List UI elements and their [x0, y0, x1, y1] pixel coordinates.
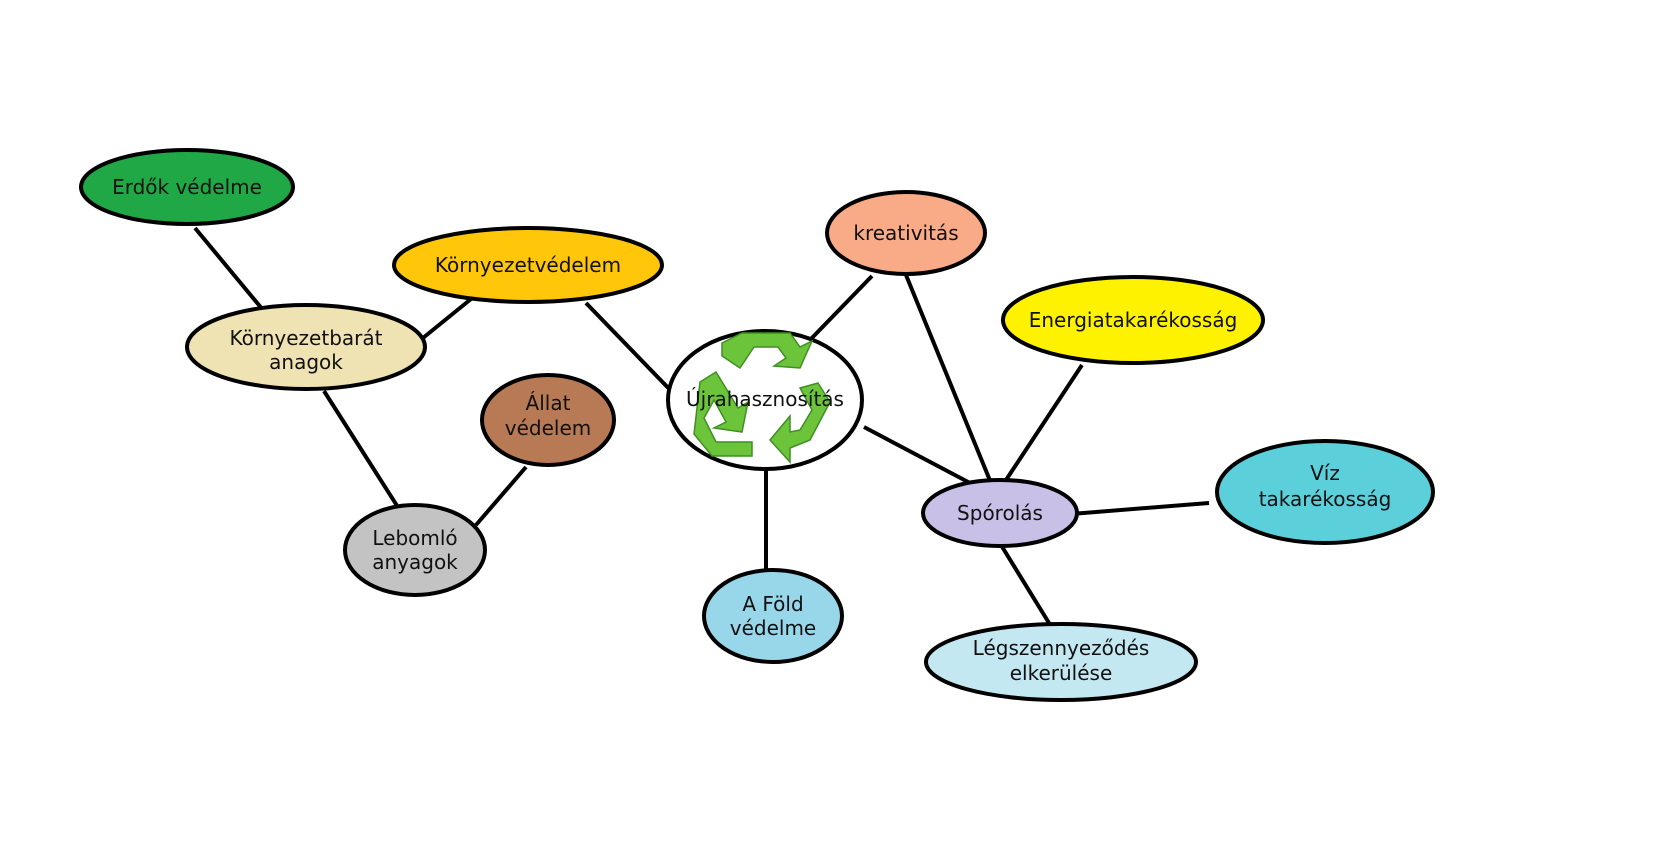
- edge-kornyezetbarat-lebomlo: [322, 389, 403, 514]
- node-foldvedelme: A Föld védelme: [702, 568, 844, 664]
- node-viz: Víz takarékosság: [1215, 439, 1435, 545]
- edge-kornyezetvedelem-center: [584, 301, 679, 399]
- node-energiatakarekossag: Energiatakarékosság: [1001, 275, 1265, 365]
- recycle-icon: [693, 332, 831, 464]
- node-kornyezetbarat-label-line2: anagok: [269, 350, 343, 374]
- node-allat-vedelem-label-line1: Állat: [526, 391, 571, 415]
- edge-lebomlo-allat: [474, 465, 528, 527]
- node-allat-vedelem: Állat védelem: [480, 373, 616, 467]
- node-center-label: Újrahasznosítás: [686, 387, 844, 411]
- node-energiatakarekossag-label: Energiatakarékosság: [1029, 308, 1238, 332]
- edge-kornyezetbarat-kornyezetvedelem: [416, 297, 473, 344]
- node-kreativitas-label: kreativitás: [853, 221, 958, 245]
- edge-center-sporolas: [863, 425, 971, 485]
- node-allat-vedelem-label-line2: védelem: [505, 416, 591, 440]
- node-kornyezetvedelem-label: Környezetvédelem: [435, 253, 621, 277]
- node-kornyezetbarat-label-line1: Környezetbarát: [230, 326, 383, 350]
- node-lebomlo-label-line1: Lebomló: [372, 526, 457, 550]
- node-sporolas-shape: [921, 478, 1079, 548]
- node-kornyezetvedelem-shape: [392, 226, 664, 304]
- node-legszennyezodes-shape: [924, 622, 1198, 702]
- edge-erdok-kornyezetbarat: [193, 226, 270, 318]
- node-kornyezetbarat: Környezetbarát anagok: [185, 303, 427, 391]
- node-foldvedelme-shape: [702, 568, 844, 664]
- node-lebomlo-label-line2: anyagok: [372, 550, 458, 574]
- edge-kreativitas-sporolas: [904, 274, 993, 484]
- edge-sporolas-viz: [1070, 501, 1210, 516]
- node-center: Újrahasznosítás: [666, 329, 864, 471]
- node-erdok-vedelme: Erdők védelme: [79, 148, 295, 226]
- node-sporolas-label: Spórolás: [957, 501, 1043, 525]
- node-erdok-vedelme-label: Erdők védelme: [112, 175, 262, 199]
- node-legszennyezodes-label-line2: elkerülése: [1010, 661, 1113, 685]
- node-legszennyezodes: Légszennyeződés elkerülése: [924, 622, 1198, 702]
- edge-energia-sporolas: [1002, 363, 1084, 485]
- node-foldvedelme-label-line1: A Föld: [742, 592, 803, 616]
- connections: [193, 226, 1210, 625]
- node-viz-shape: [1215, 439, 1435, 545]
- node-lebomlo: Lebomló anyagok: [343, 503, 487, 597]
- node-sporolas: Spórolás: [921, 478, 1079, 548]
- node-legszennyezodes-label-line1: Légszennyeződés: [973, 636, 1150, 660]
- node-energiatakarekossag-shape: [1001, 275, 1265, 365]
- node-allat-vedelem-shape: [480, 373, 616, 467]
- node-viz-label-line2: takarékosság: [1259, 487, 1392, 511]
- node-lebomlo-shape: [343, 503, 487, 597]
- node-kornyezetvedelem: Környezetvédelem: [392, 226, 664, 304]
- node-kreativitas: kreativitás: [825, 190, 987, 276]
- edge-sporolas-legszennyezodes: [999, 543, 1051, 625]
- node-erdok-vedelme-shape: [79, 148, 295, 226]
- node-kornyezetbarat-shape: [185, 303, 427, 391]
- edge-center-kreativitas: [806, 274, 874, 344]
- node-foldvedelme-label-line2: védelme: [730, 616, 816, 640]
- node-kreativitas-shape: [825, 190, 987, 276]
- node-viz-label-line1: Víz: [1310, 461, 1340, 485]
